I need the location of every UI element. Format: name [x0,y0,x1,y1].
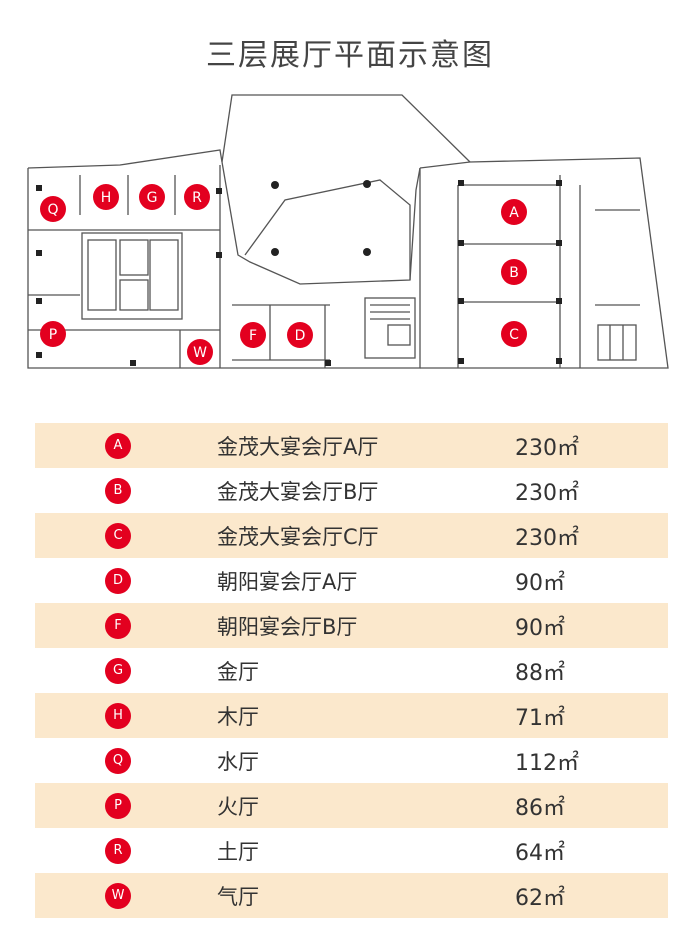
room-code-badge: Q [105,747,131,774]
room-area: 230㎡ [515,525,579,551]
table-row: D 朝阳宴会厅A厅 90㎡ [35,558,668,603]
room-code-badge: H [105,702,131,729]
map-marker-w: W [187,339,213,365]
table-row: C 金茂大宴会厅C厅 230㎡ [35,513,668,558]
room-area: 90㎡ [515,570,565,596]
map-marker-h: H [93,184,119,210]
table-row: W 气厅 62㎡ [35,873,668,918]
table-row: H 木厅 71㎡ [35,693,668,738]
map-marker-a: A [501,199,527,225]
room-area: 88㎡ [515,660,565,686]
room-name: 朝阳宴会厅B厅 [217,614,358,639]
map-marker-g: G [139,184,165,210]
room-name: 土厅 [217,839,259,864]
map-markers: A B C D F G H Q P R W [40,184,527,365]
room-area: 86㎡ [515,795,565,821]
table-row: B 金茂大宴会厅B厅 230㎡ [35,468,668,513]
room-table: A 金茂大宴会厅A厅 230㎡ B 金茂大宴会厅B厅 230㎡ C 金茂大宴会厅… [35,423,668,918]
map-marker-d: D [287,322,313,348]
room-name: 木厅 [217,704,259,729]
svg-text:C: C [509,327,519,343]
room-name: 水厅 [217,749,259,774]
room-code-badge: D [105,567,131,594]
room-area: 64㎡ [515,840,565,866]
room-name: 金厅 [217,659,259,684]
table-row: G 金厅 88㎡ [35,648,668,693]
svg-text:W: W [193,345,207,361]
room-code-badge: F [105,612,131,639]
room-code-badge: B [105,477,131,504]
page-title: 三层展厅平面示意图 [206,38,494,73]
room-name: 火厅 [217,794,259,819]
central-hall-outline [221,94,471,163]
svg-text:H: H [101,190,112,206]
svg-text:Q: Q [47,202,58,218]
room-area: 90㎡ [515,615,565,641]
svg-text:R: R [192,190,202,206]
svg-text:D: D [295,328,306,344]
table-row: Q 水厅 112㎡ [35,738,668,783]
room-area: 230㎡ [515,435,579,461]
room-name: 金茂大宴会厅A厅 [217,434,379,459]
table-row: P 火厅 86㎡ [35,783,668,828]
room-code-badge: P [105,792,131,819]
room-area: 71㎡ [515,705,565,731]
map-marker-b: B [501,259,527,285]
room-code-badge: C [105,522,131,549]
room-name: 气厅 [217,884,259,909]
table-row: F 朝阳宴会厅B厅 90㎡ [35,603,668,648]
map-marker-f: F [240,322,266,348]
svg-text:F: F [249,328,257,344]
room-code-badge: G [105,657,131,684]
floor-plan: A B C D F G H Q P R W [0,88,700,378]
room-area: 230㎡ [515,480,579,506]
svg-text:B: B [509,265,519,281]
map-marker-c: C [501,321,527,347]
room-area: 112㎡ [515,750,579,776]
room-name: 朝阳宴会厅A厅 [217,569,358,594]
room-code-badge: R [105,837,131,864]
svg-text:A: A [509,205,519,221]
svg-text:P: P [49,327,57,343]
left-wing-outline [27,168,421,369]
map-marker-q: Q [40,196,66,222]
room-code-badge: A [105,432,131,459]
right-wing-outline [419,157,669,369]
svg-text:G: G [147,190,158,206]
map-marker-p: P [40,321,66,347]
room-area: 62㎡ [515,885,565,911]
map-marker-r: R [184,184,210,210]
room-name: 金茂大宴会厅B厅 [217,479,379,504]
room-code-badge: W [105,882,131,909]
floor-plan-drawing: A B C D F G H Q P R W [27,94,669,369]
table-row: R 土厅 64㎡ [35,828,668,873]
table-row: A 金茂大宴会厅A厅 230㎡ [35,423,668,468]
room-name: 金茂大宴会厅C厅 [217,524,379,549]
